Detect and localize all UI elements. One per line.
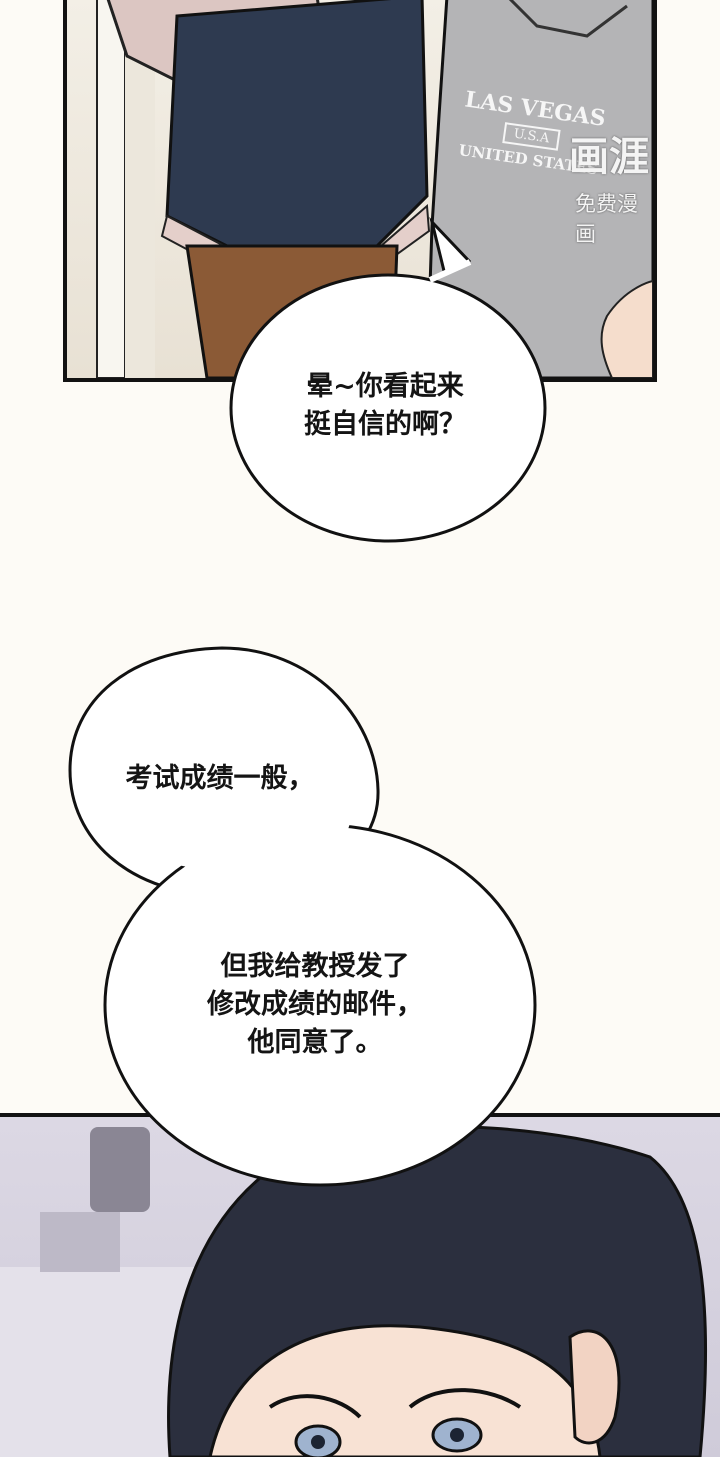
bubble-2-text: 考试成绩一般， xyxy=(125,763,315,794)
watermark-caption: 免费漫画 xyxy=(575,192,638,246)
comic-panel-bottom xyxy=(0,1113,720,1457)
bubble-1-text: 晕~你看起来 挺自信的啊？ xyxy=(304,371,466,440)
watermark-logo: 画涯 xyxy=(569,134,649,180)
speech-bubble-3 xyxy=(103,770,537,1187)
speech-bubble-1 xyxy=(229,216,547,543)
bubble-3-text: 但我给教授发了 修改成绩的邮件， 他同意了。 xyxy=(207,951,423,1058)
panel-bottom-art xyxy=(0,1125,708,1457)
